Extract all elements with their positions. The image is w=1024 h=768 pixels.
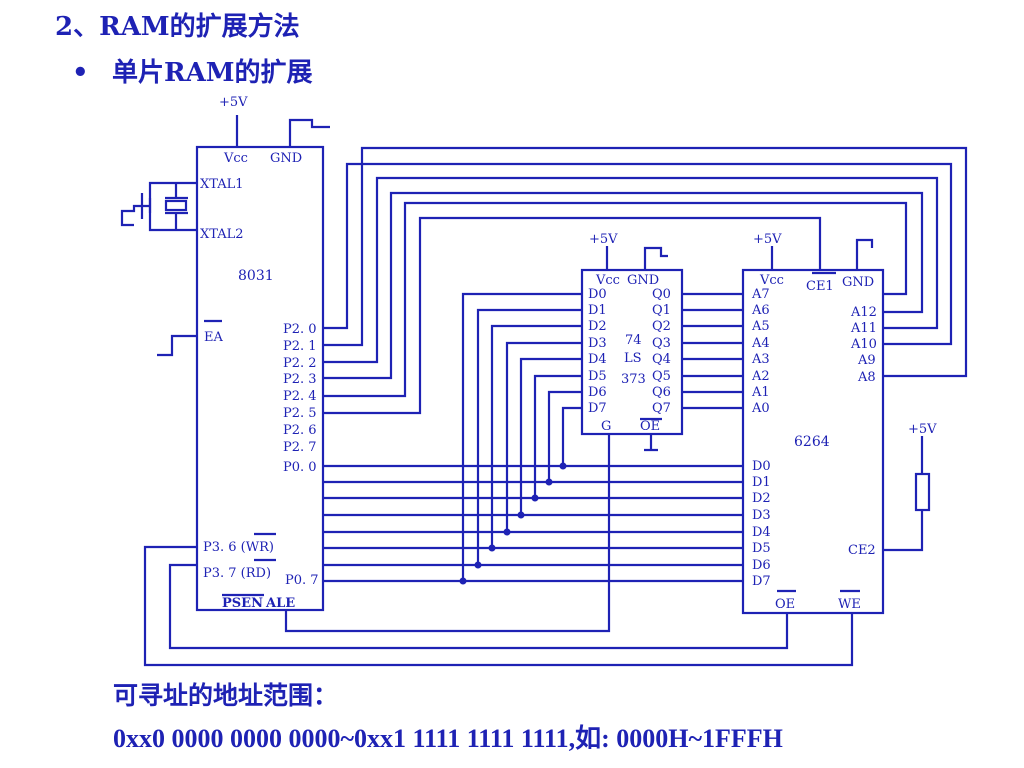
latch-name-line1: 74 xyxy=(625,333,642,348)
cpu-p2-2: P2. 2 xyxy=(283,356,317,371)
ram-power-label: +5V xyxy=(753,232,782,247)
latch-name-line3: 373 xyxy=(621,372,646,387)
ram-a6: A6 xyxy=(751,303,770,318)
ram-ce2: CE2 xyxy=(848,543,876,558)
latch-gnd: GND xyxy=(627,273,659,288)
cpu-psen: PSEN xyxy=(222,596,263,611)
latch-74ls373-body xyxy=(580,268,684,436)
cpu-p3-7: P3. 7 (RD) xyxy=(203,566,271,581)
ram-a7: A7 xyxy=(751,287,770,302)
ram-ce1: CE1 xyxy=(806,279,834,294)
ram-d1: D1 xyxy=(752,475,771,490)
ram-oe: OE xyxy=(775,597,795,612)
cpu-gnd-label: GND xyxy=(270,151,302,166)
cpu-power-label: +5V xyxy=(219,95,248,110)
cpu-p2-6: P2. 6 xyxy=(283,423,317,438)
ram-a8: A8 xyxy=(857,370,876,385)
latch-name-line2: LS xyxy=(624,351,642,366)
cpu-p0-0: P0. 0 xyxy=(283,460,317,475)
slide-title: 2、RAM的扩展方法 xyxy=(55,12,300,42)
ram-d7: D7 xyxy=(752,574,771,589)
bullet-item: • 单片RAM的扩展 xyxy=(72,52,313,89)
latch-g: G xyxy=(601,419,611,434)
latch-q7: Q7 xyxy=(652,401,671,416)
cpu-ale: ALE xyxy=(265,596,295,611)
cpu-p2-4: P2. 4 xyxy=(283,389,317,404)
address-range-label: 可寻址的地址范围： xyxy=(113,681,339,710)
latch-power-label: +5V xyxy=(589,232,618,247)
latch-d6: D6 xyxy=(588,385,607,400)
cpu-vcc-label: Vcc xyxy=(223,151,248,166)
ram-a12: A12 xyxy=(850,305,877,320)
latch-d3: D3 xyxy=(588,336,607,351)
address-range-value: 0xx0 0000 0000 0000~0xx1 1111 1111 1111,… xyxy=(113,724,783,753)
cpu-p3-6: P3. 6 (WR) xyxy=(203,540,274,555)
latch-d4: D4 xyxy=(588,352,607,367)
ram-d3: D3 xyxy=(752,508,771,523)
latch-q6: Q6 xyxy=(652,385,671,400)
cpu-p2-0: P2. 0 xyxy=(283,322,317,337)
ram-d0: D0 xyxy=(752,459,771,474)
ram-d6: D6 xyxy=(752,558,771,573)
cpu-p0-7: P0. 7 xyxy=(285,573,319,588)
latch-q2: Q2 xyxy=(652,319,671,334)
cpu-p2-1: P2. 1 xyxy=(283,339,317,354)
latch-d2: D2 xyxy=(588,319,607,334)
latch-q0: Q0 xyxy=(652,287,671,302)
latch-d1: D1 xyxy=(588,303,607,318)
cpu-xtal2-label: XTAL2 xyxy=(200,227,244,242)
bullet-marker: • xyxy=(72,58,89,88)
latch-q4: Q4 xyxy=(652,352,671,367)
cpu-ea-label: EA xyxy=(204,330,223,345)
ram-name: 6264 xyxy=(794,434,830,450)
ram-6264-body xyxy=(741,268,885,615)
ram-vcc: Vcc xyxy=(759,273,784,288)
latch-vcc: Vcc xyxy=(595,273,620,288)
latch-q1: Q1 xyxy=(652,303,671,318)
ram-d5: D5 xyxy=(752,541,771,556)
cpu-p2-5: P2. 5 xyxy=(283,406,317,421)
latch-oe: OE xyxy=(640,419,660,434)
cpu-p2-3: P2. 3 xyxy=(283,372,317,387)
ram-a5: A5 xyxy=(751,319,770,334)
ram-a2: A2 xyxy=(751,369,770,384)
ram-we: WE xyxy=(838,597,861,612)
latch-q5: Q5 xyxy=(652,369,671,384)
latch-d5: D5 xyxy=(588,369,607,384)
latch-q3: Q3 xyxy=(652,336,671,351)
ce2-power-label: +5V xyxy=(908,422,937,437)
ram-d4: D4 xyxy=(752,525,771,540)
ram-a4: A4 xyxy=(751,336,770,351)
ram-a0: A0 xyxy=(751,401,770,416)
bullet-text: 单片RAM的扩展 xyxy=(112,58,313,88)
latch-d0: D0 xyxy=(588,287,607,302)
ram-d2: D2 xyxy=(752,491,771,506)
ram-a1: A1 xyxy=(751,385,770,400)
ram-a3: A3 xyxy=(751,352,770,367)
ram-a10: A10 xyxy=(850,337,877,352)
cpu-name: 8031 xyxy=(238,268,274,284)
cpu-p2-7: P2. 7 xyxy=(283,440,317,455)
ram-gnd: GND xyxy=(842,275,874,290)
cpu-xtal1-label: XTAL1 xyxy=(200,177,244,192)
ram-a9: A9 xyxy=(857,353,876,368)
latch-d7: D7 xyxy=(588,401,607,416)
ram-a11: A11 xyxy=(850,321,877,336)
